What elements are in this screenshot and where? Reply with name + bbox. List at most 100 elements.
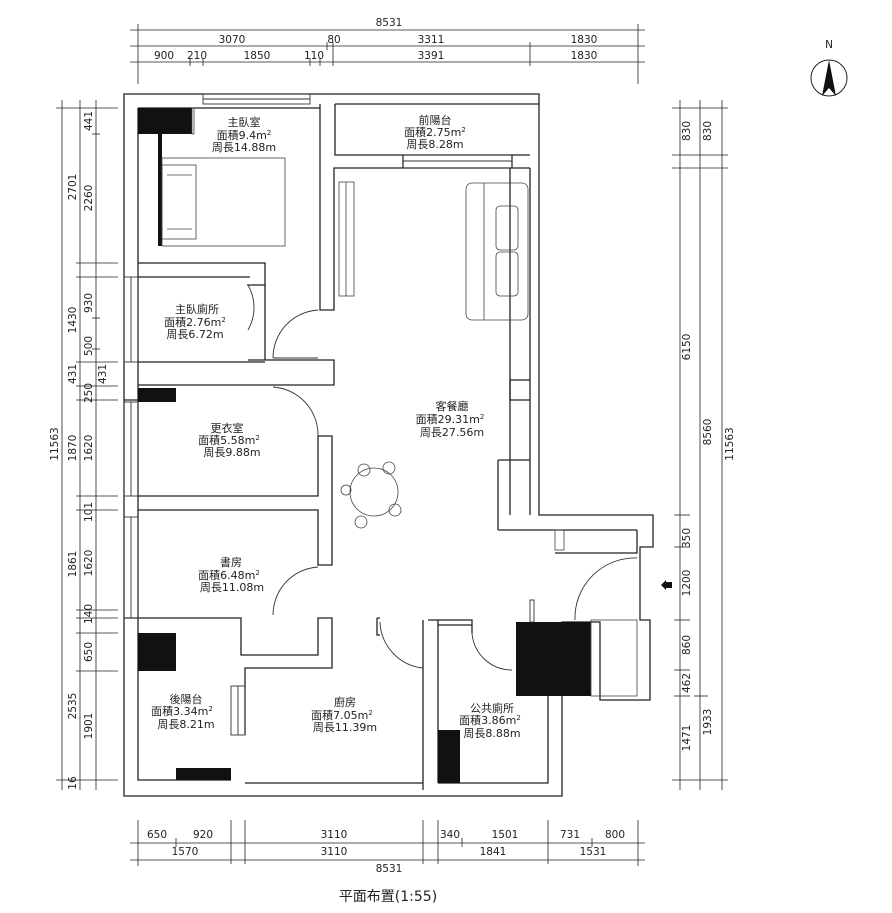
bed <box>161 157 286 247</box>
dim-left-inner-7: 101 <box>83 502 95 522</box>
walls <box>123 93 654 797</box>
dim-top-3: 3311 <box>418 34 445 46</box>
dim-top-2: 80 <box>327 34 340 46</box>
dim-left-inner-1: 441 <box>83 111 95 131</box>
furniture <box>161 107 638 697</box>
master-bedroom-area: 面積9.4m2 <box>217 128 272 142</box>
dim-top-1: 3070 <box>219 34 246 46</box>
dim-left-mid-2: 1430 <box>67 307 79 334</box>
dim-bottom-6: 731 <box>560 829 580 841</box>
window-front-balcony <box>402 154 513 169</box>
dim-left-inner-6: 1620 <box>83 435 95 462</box>
wall-fills <box>138 108 591 783</box>
dim-left-inner-8: 1620 <box>83 550 95 577</box>
wall-kitchen <box>376 617 473 790</box>
door-master-toilet <box>247 284 255 331</box>
column-entry <box>516 622 591 696</box>
shoe-cabinet <box>590 619 638 697</box>
wardrobe-master <box>191 107 195 135</box>
rear-balcony-perimeter: 周長8.21m <box>157 718 214 731</box>
public-toilet-area: 面積3.86m2 <box>459 713 521 727</box>
dim-left-mid-5: 1861 <box>67 551 79 578</box>
door-entry-leaf <box>529 599 535 623</box>
dim-top-7: 1850 <box>244 50 271 62</box>
dim-left-extra: 431 <box>97 364 109 384</box>
master-bedroom-name: 主臥室 <box>228 115 261 129</box>
dim-bottom-total: 8531 <box>376 863 403 875</box>
door-kitchen <box>379 621 424 669</box>
public-toilet-perimeter: 周長8.88m <box>463 727 520 740</box>
dim-right-mid-3: 1933 <box>702 709 714 736</box>
master-toilet-perimeter: 周長6.72m <box>166 328 223 341</box>
master-toilet-area: 面積2.76m2 <box>164 315 226 329</box>
compass-label: N <box>825 39 833 51</box>
dim-left-inner-9: 140 <box>83 604 95 624</box>
dressing-room-area: 面積5.58m2 <box>198 433 260 447</box>
dim-bottom-7: 800 <box>605 829 625 841</box>
door-dressing <box>272 386 319 437</box>
outer-wall-inner <box>137 103 549 784</box>
column-master <box>138 108 192 134</box>
rear-balcony-name: 後陽台 <box>170 692 203 706</box>
dim-bottom-11: 1531 <box>580 846 607 858</box>
wall-study <box>124 617 333 735</box>
dining-table <box>349 467 399 517</box>
dim-left-mid-1: 2701 <box>67 174 79 201</box>
dimensions-right: 830 6150 350 1200 860 462 1471 830 8560 … <box>681 121 736 751</box>
entry-arrow-icon <box>661 580 672 590</box>
dim-left-inner-4: 500 <box>83 336 95 356</box>
dim-right-inner-6: 462 <box>681 673 693 693</box>
column-public-toilet <box>438 730 460 783</box>
doors <box>247 284 638 671</box>
dim-right-inner-1: 830 <box>681 121 693 141</box>
study-name: 書房 <box>220 555 242 569</box>
dim-bottom-1: 650 <box>147 829 167 841</box>
dim-top-5: 900 <box>154 50 174 62</box>
column-rear-balcony <box>138 633 176 671</box>
master-bedroom-perimeter: 周長14.88m <box>212 141 276 154</box>
windows <box>123 93 513 736</box>
dim-top-9: 3391 <box>418 50 445 62</box>
rear-balcony-area: 面積3.34m2 <box>151 704 213 718</box>
dim-bottom-5: 1501 <box>492 829 519 841</box>
wall-master-left <box>158 134 162 246</box>
front-balcony-area: 面積2.75m2 <box>404 125 466 139</box>
door-public-toilet <box>471 632 513 671</box>
dim-right-inner-4: 1200 <box>681 570 693 597</box>
dim-left-inner-10: 650 <box>83 642 95 662</box>
dim-top-6: 210 <box>187 50 207 62</box>
living-dining-area: 面積29.31m2 <box>416 412 485 426</box>
column-rear-balcony-bottom <box>176 768 231 780</box>
sofa <box>465 182 529 321</box>
room-labels: 主臥室 面積9.4m2 周長14.88m 前陽台 面積2.75m2 周長8.28… <box>151 113 521 740</box>
dim-bottom-9: 3110 <box>321 846 348 858</box>
dim-left-inner-5: 250 <box>83 383 95 403</box>
dim-left-inner-2: 2260 <box>83 185 95 212</box>
dim-left-mid-6: 2535 <box>67 693 79 720</box>
dimension-lines <box>56 24 728 866</box>
dim-bottom-8: 1570 <box>172 846 199 858</box>
dim-top-4: 1830 <box>571 34 598 46</box>
dim-left-outer: 11563 <box>49 427 61 460</box>
dim-bottom-4: 340 <box>440 829 460 841</box>
dim-left-inner-3: 930 <box>83 293 95 313</box>
public-toilet-name: 公共廁所 <box>470 701 514 715</box>
dim-top-10: 1830 <box>571 50 598 62</box>
dim-right-outer: 11563 <box>724 427 736 460</box>
dim-top-total: 8531 <box>376 17 403 29</box>
living-dining-perimeter: 周長27.56m <box>420 426 484 439</box>
dim-bottom-3: 3110 <box>321 829 348 841</box>
dim-left-mid-3: 431 <box>67 364 79 384</box>
master-toilet-name: 主臥廁所 <box>175 302 219 316</box>
kitchen-name: 廚房 <box>334 695 356 709</box>
dim-right-inner-3: 350 <box>681 528 693 548</box>
kitchen-area: 面積7.05m2 <box>311 708 373 722</box>
dim-right-mid-1: 830 <box>702 121 714 141</box>
dim-bottom-2: 920 <box>193 829 213 841</box>
living-dining-name: 客餐廳 <box>436 399 469 413</box>
dimensions-left: 11563 2701 1430 431 1870 1861 2535 16 44… <box>49 111 109 790</box>
dim-left-mid-4: 1870 <box>67 435 79 462</box>
dim-bottom-10: 1841 <box>480 846 507 858</box>
study-area: 面積6.48m2 <box>198 568 260 582</box>
